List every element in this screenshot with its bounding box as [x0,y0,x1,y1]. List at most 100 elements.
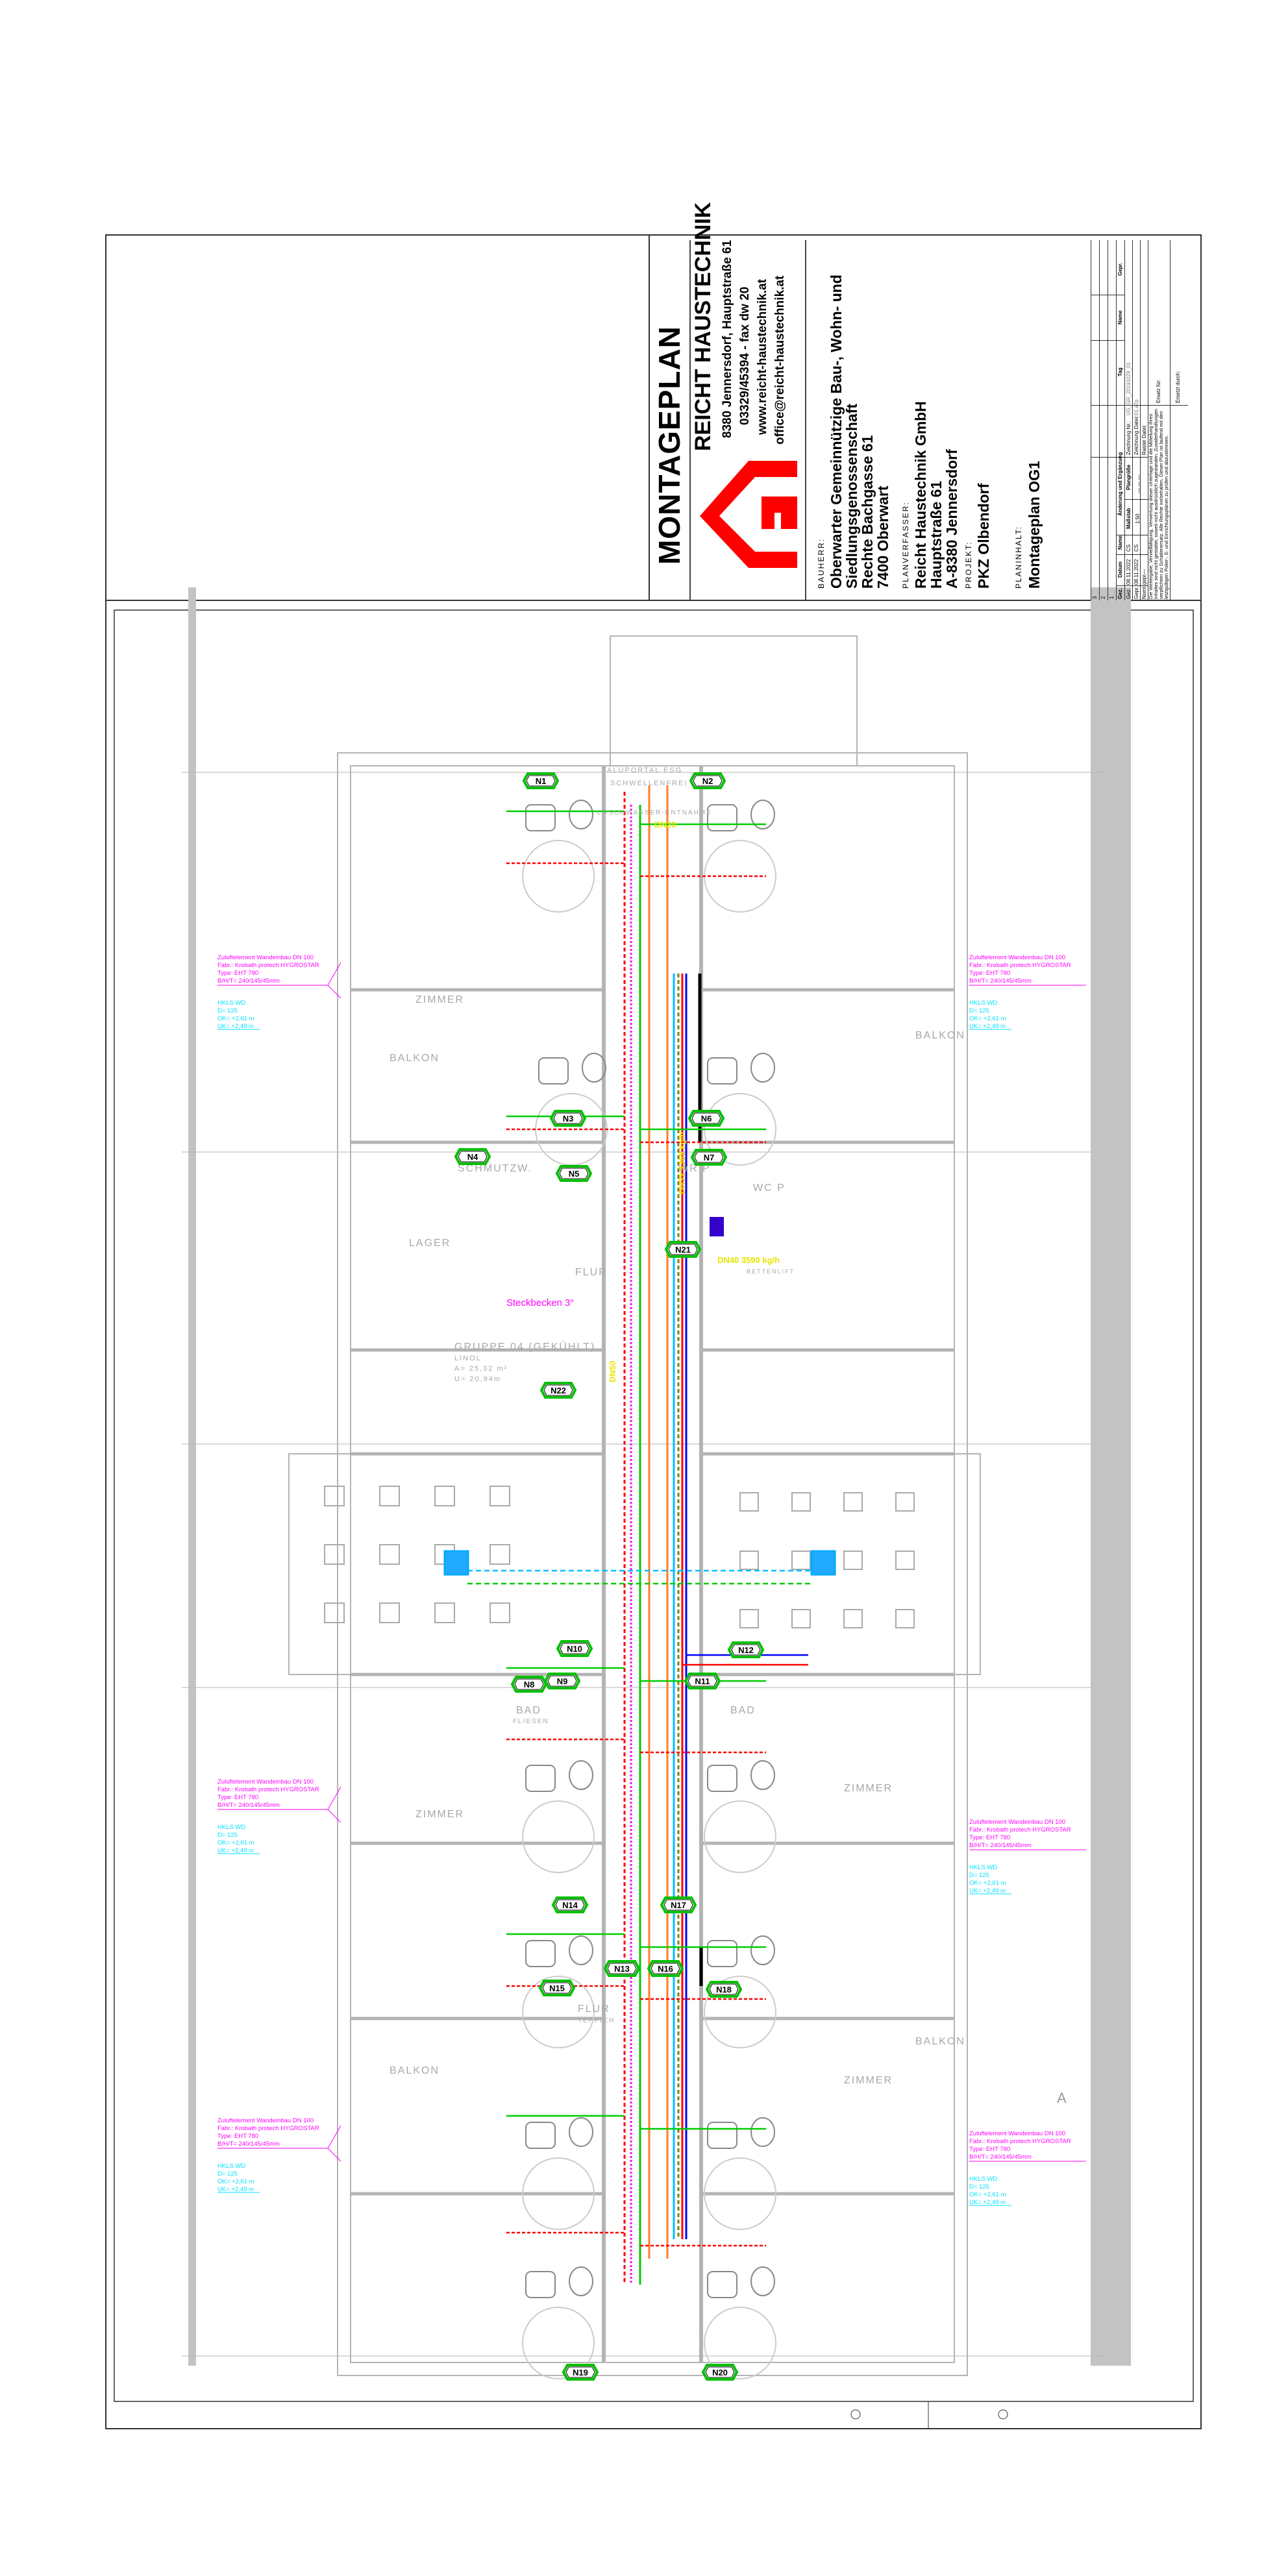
company-phone: 03329/45394 - fax dw 20 [738,286,752,425]
company-web: www.reicht-haustechnik.at [756,278,769,435]
planverfasser-line: Hauptstraße 61 [928,480,945,589]
room-label: SCHWELLENFREI [610,779,688,787]
node-label: N22 [551,1386,566,1395]
bauherr-label: BAUHERR: [817,537,826,589]
table-cell: 08.11.2022 [1133,559,1139,585]
node-label: N2 [702,776,713,786]
node-marker-n10: N10 [556,1640,593,1657]
pipe-label: DN32 1369 kg/h [677,1132,687,1194]
punch-hole-mark [998,2409,1008,2420]
bauherr-line: Siedlungsgenossenschaft [843,403,860,589]
annotation-line: OK= +2,61 m [969,1015,1006,1022]
section-marker-a: A [1057,2090,1067,2106]
node-marker-n7: N7 [690,1149,728,1166]
planverfasser-label: PLANVERFASSER: [901,501,910,589]
table-cell: CS [1126,544,1132,552]
annotation-line: OK= +2,61 m [969,1880,1006,1887]
turning-circle [522,1800,595,1873]
chair-icon [895,1492,915,1512]
toilet-icon [750,2266,775,2296]
node-marker-n21: N21 [664,1241,702,1258]
room-label: TEPPICH [578,2017,615,2024]
section-bar-left [188,587,196,2366]
annotation-line: B/H/T= 240/145/45mm [217,1802,280,1809]
plan-type-title: MONTAGEPLAN [652,326,686,565]
pipe-risers [623,785,703,2285]
node-label: N18 [716,1985,732,1994]
room-label: BAD [516,1705,541,1716]
chair-icon [895,1551,915,1570]
room-label: BALKON [915,2036,965,2047]
annotation-line: D= 125 [217,1832,238,1839]
chair-icon [843,1492,863,1512]
node-marker-n1: N1 [522,772,560,789]
annotation-line: B/H/T= 240/145/45mm [217,977,280,985]
washbasin-icon [525,2271,556,2298]
annotation-line: Zuluftelement Wandeinbau DN 100 [969,954,1065,961]
node-marker-n4: N4 [454,1148,491,1165]
company-name: REICHT HAUSTECHNIK [691,202,715,451]
toilet-icon [569,2266,593,2296]
toilet-icon [750,2117,775,2147]
room-label: A= 25,32 m² [454,1365,508,1373]
node-label: N9 [557,1676,568,1686]
turning-circle [704,1976,776,2048]
annotation-line: OK= +2,61 m [969,2191,1006,2198]
room-label: WR P [678,1163,711,1174]
annotation-line: Type: EHT 780 [969,970,1010,977]
plangroesse-label: Plangröße [1126,464,1132,490]
chair-icon [791,1492,811,1512]
chair-icon [791,1551,811,1570]
plangroesse-value: — — — [1136,474,1142,493]
room-label: ZIMMER [415,1809,464,1820]
massstab-value: 1:50 [1135,513,1141,524]
annotation-line: D= 125 [217,1007,238,1014]
node-label: N12 [738,1645,754,1655]
bauherr-line: Oberwarter Gemeinnützige Bau-, Wohn- und [828,275,845,589]
node-label: N8 [524,1680,535,1689]
room-label: BETTENLIFT [747,1268,795,1275]
ceiling-unit-icon [443,1550,469,1576]
turning-circle [522,2307,595,2379]
pipe-labels: DN20 DN32 1369 kg/h DN40 3590 kg/h DN50 [608,820,780,1382]
annotation-line: UK= +2,49 m [969,1023,1006,1030]
projekt-label: PROJEKT: [964,541,973,589]
washbasin-icon [707,804,737,831]
annotation-line: HKLS WD [969,1864,997,1871]
planverfasser-line: Reicht Haustechnik GmbH [912,401,929,589]
header-cell: Änderung und Ergänzung [1117,452,1123,516]
node-marker-n13: N13 [603,1960,641,1977]
node-marker-n15: N15 [538,1980,576,1996]
zeichnung-datei-label: Zeichnung Datei: [1133,415,1139,455]
annotation-line: Zuluftelement Wandeinbau DN 100 [217,954,314,961]
annotation-line: Type: EHT 780 [969,1834,1010,1841]
toilet-icon [569,1760,593,1790]
room-label: SCHMUTZW. [458,1163,532,1174]
room-label: LAGER [409,1238,451,1249]
pipe-label: DN20 [654,820,676,829]
revision-row-number: 1 [1109,596,1115,599]
annotation-line: Type: EHT 780 [217,1794,258,1801]
washbasin-icon [538,1057,569,1085]
room-label: GRUPPE 04 (GEKÜHLT) [454,1341,595,1353]
planinhalt-label: PLANINHALT: [1014,525,1023,589]
annotation-line: OK= +2,61 m [217,1839,254,1846]
annotation-line: Zuluftelement Wandeinbau DN 100 [969,1819,1065,1826]
annotation-line: Type: EHT 780 [217,970,258,977]
revision-row-number: 3 [1092,596,1098,599]
projekt-name: PKZ Olbendorf [975,483,992,589]
node-marker-n11: N11 [684,1673,721,1689]
node-marker-n2: N2 [689,772,726,789]
company-logo [700,461,797,568]
annotation-line: UK= +2,49 m [969,2199,1006,2206]
leader-line [327,1786,341,1823]
turning-circle [704,2307,776,2379]
node-label: N1 [536,776,547,786]
disclaimer-text: Die Weitergabe, Vervielfältigung, Verwer… [1148,408,1169,599]
massstab-label: Maßstab [1126,508,1132,529]
annotation-line: UK= +2,49 m [217,1847,254,1854]
